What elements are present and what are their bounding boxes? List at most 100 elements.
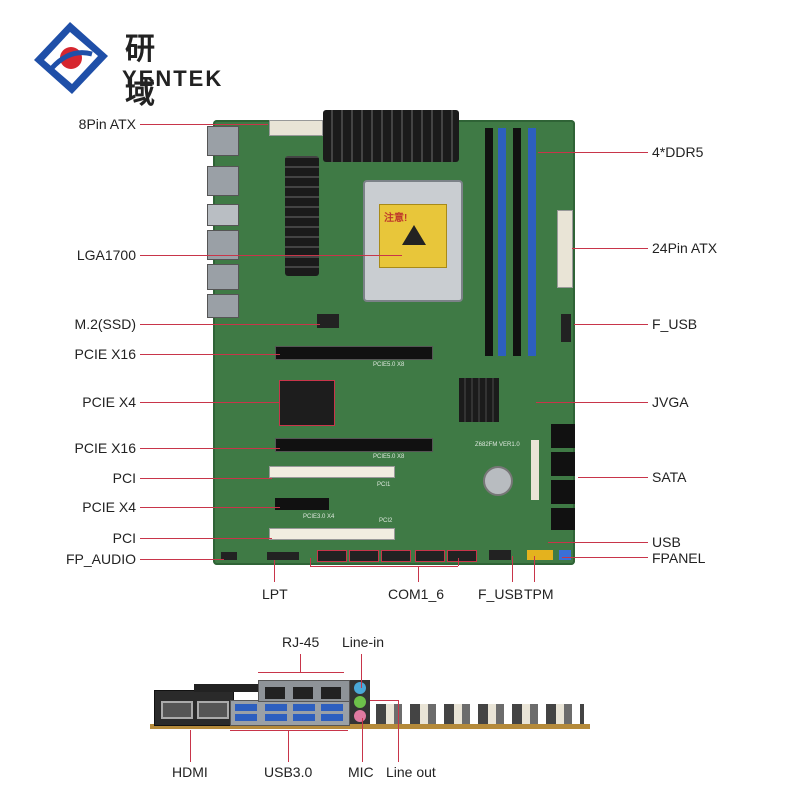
leader-4-ddr5: [538, 152, 648, 153]
leader-sata: [578, 477, 648, 478]
board-version-silk: Z682FM VER1.0: [475, 442, 520, 448]
label-sata: SATA: [652, 469, 687, 485]
leader-f-usb-bottom: [512, 556, 513, 582]
brand-name-cn: 研 域: [125, 32, 161, 111]
cmos-battery: [483, 466, 513, 496]
atx-8pin-connector: [269, 120, 323, 136]
leader-com-right: [458, 558, 459, 566]
label-pci-1: PCI: [112, 470, 136, 486]
leader-pci-1: [140, 478, 272, 479]
leader-usb: [548, 542, 648, 543]
pcie-x4-silk-2: PCIE3.0 X4: [303, 514, 335, 520]
label-8pin-atx: 8Pin ATX: [78, 116, 136, 132]
label-lpt: LPT: [262, 586, 288, 602]
hdmi-ports: [154, 690, 234, 726]
leader-pcie-x4-1: [140, 402, 280, 403]
leader-line-out-h: [370, 700, 398, 701]
label-fpanel: FPANEL: [652, 550, 706, 566]
pci-slot-1: [269, 466, 395, 478]
leader-lga1700: [140, 255, 402, 256]
label-line-in: Line-in: [342, 634, 385, 650]
leader-pcie-x16-2: [140, 448, 280, 449]
label-usb: USB: [652, 534, 681, 550]
label-lga1700: LGA1700: [76, 247, 136, 263]
io-other-components: [376, 704, 584, 724]
label-rj45: RJ-45: [282, 634, 320, 650]
rj45-ports: [258, 680, 350, 702]
leader-lpt: [274, 560, 275, 582]
pcie-x16-slot-1: [275, 346, 433, 360]
label-pci-2: PCI: [112, 530, 136, 546]
label-tpm: TPM: [524, 586, 554, 602]
label-pcie-x4-2: PCIE X4: [82, 499, 136, 515]
leader-usb30-stem: [288, 730, 289, 762]
leader-com-bracket: [310, 566, 458, 567]
ddr5-slots: [485, 128, 539, 356]
pci-silk-2: PCI2: [379, 518, 393, 524]
leader-24pin-atx: [572, 248, 648, 249]
label-4-ddr5: 4*DDR5: [652, 144, 704, 160]
leader-mic: [362, 718, 363, 762]
label-mic: MIC: [348, 764, 374, 780]
leader-pcie-x4-2: [140, 507, 280, 508]
pcie-x4-slot-1: [279, 380, 335, 426]
rear-io-ports: [207, 126, 241, 318]
label-f-usb-right: F_USB: [652, 316, 698, 332]
pcie-x16-slot-2: [275, 438, 433, 452]
front-usb-header-right: [561, 314, 571, 342]
leader-line-out-v: [398, 700, 399, 762]
label-usb30: USB3.0: [264, 764, 313, 780]
leader-usb30-bracket: [230, 730, 348, 731]
vrm-heatsink-left: [285, 156, 319, 276]
label-pcie-x16-2: PCIE X16: [74, 440, 136, 456]
leader-fp-audio: [140, 559, 224, 560]
label-pcie-x4-1: PCIE X4: [82, 394, 136, 410]
cpu-sticker-text: 注意!: [384, 213, 408, 224]
label-jvga: JVGA: [652, 394, 689, 410]
yentek-logo: 研 域 YENTEK: [30, 18, 221, 111]
m2-slot: [317, 314, 339, 328]
leader-com-left: [310, 558, 311, 566]
label-f-usb-bottom: F_USB: [478, 586, 524, 602]
jvga-header: [531, 440, 539, 500]
chipset-heatsink: [459, 378, 499, 422]
label-fp-audio: FP_AUDIO: [65, 551, 136, 567]
label-com1-6: COM1_6: [388, 586, 445, 602]
usb30-ports: [230, 700, 350, 726]
leader-8pin-atx: [140, 124, 268, 125]
leader-f-usb-right: [574, 324, 648, 325]
pci-slot-2: [269, 528, 395, 540]
pcie-x4-slot-2: [275, 498, 329, 510]
rear-io-panel-image: [150, 680, 590, 732]
atx-24pin-connector: [557, 210, 573, 288]
io-pcb-edge: [150, 724, 590, 729]
leader-hdmi: [190, 730, 191, 762]
leader-rj45-bracket: [258, 672, 344, 673]
label-line-out: Line out: [386, 764, 436, 780]
leader-rj45-stem: [300, 654, 301, 672]
logo-mark-icon: [34, 22, 108, 94]
heatsink-edge: [194, 684, 258, 692]
bottom-headers: [221, 550, 571, 562]
pci-silk-1: PCI1: [377, 482, 391, 488]
sata-ports: [551, 424, 577, 530]
brand-name-en: YENTEK: [122, 66, 224, 91]
cpu-socket: 注意!: [363, 180, 463, 302]
leader-pci-2: [140, 538, 272, 539]
vrm-heatsink-top: [323, 110, 459, 162]
label-24pin-atx: 24Pin ATX: [652, 240, 718, 256]
label-hdmi: HDMI: [172, 764, 208, 780]
leader-fpanel: [562, 557, 648, 558]
audio-jacks: [350, 680, 370, 724]
label-pcie-x16-1: PCIE X16: [74, 346, 136, 362]
leader-jvga: [536, 402, 648, 403]
pcie-silk-1: PCIE5.0 X8: [373, 362, 405, 368]
label-m2-ssd: M.2(SSD): [74, 316, 136, 332]
leader-line-in: [361, 654, 362, 688]
leader-pcie-x16-1: [140, 354, 280, 355]
leader-com-stem: [418, 566, 419, 582]
leader-tpm: [534, 556, 535, 582]
pcie-silk-2: PCIE5.0 X8: [373, 454, 405, 460]
leader-m2-ssd: [140, 324, 320, 325]
motherboard-image: 注意! PCIE5.0 X8 PCIE5.0 X8 Z682FM VER1.0 …: [207, 110, 577, 565]
